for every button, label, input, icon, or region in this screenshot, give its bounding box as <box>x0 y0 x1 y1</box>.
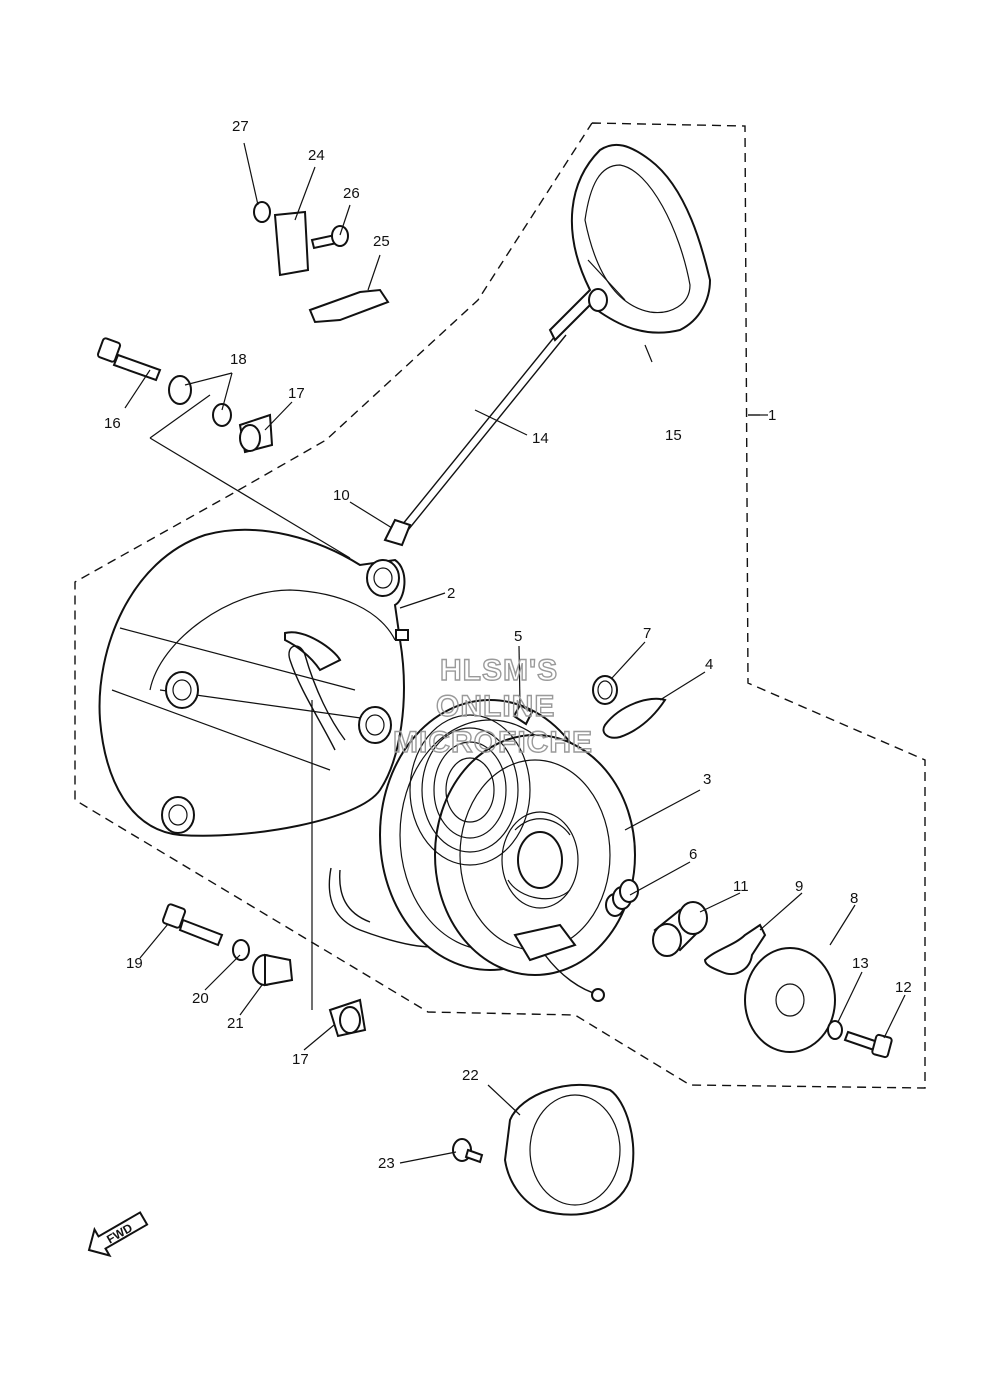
part-label-8: 8 <box>850 890 858 907</box>
part-label-9: 9 <box>795 878 803 895</box>
sheave-pulley <box>379 699 636 1002</box>
part-label-4: 4 <box>705 656 713 673</box>
part-label-18: 18 <box>230 351 247 368</box>
cover-22 <box>503 1083 635 1216</box>
part-label-12: 12 <box>895 979 912 996</box>
part-label-14: 14 <box>532 430 549 447</box>
washer-20 <box>232 939 250 961</box>
washer-13 <box>827 1020 843 1040</box>
part-label-17a: 17 <box>288 385 305 402</box>
watermark-line-2: ONLINE <box>436 690 555 723</box>
spiral-spring <box>409 703 534 866</box>
part-label-15: 15 <box>665 427 682 444</box>
bolt-16 <box>96 337 162 382</box>
part-label-1: 1 <box>768 407 776 424</box>
recoil-case <box>98 528 409 837</box>
watermark-line-3: MICROFICHE <box>393 726 593 759</box>
collar-21 <box>252 953 294 987</box>
ratchet-pawl <box>602 697 667 739</box>
part-label-13: 13 <box>852 955 869 972</box>
part-label-22: 22 <box>462 1067 479 1084</box>
part-label-19: 19 <box>126 955 143 972</box>
collar-17b <box>328 998 367 1038</box>
part-label-20: 20 <box>192 990 209 1007</box>
part-label-5: 5 <box>514 628 522 645</box>
part-label-10: 10 <box>333 487 350 504</box>
bolt-26 <box>310 225 349 250</box>
part-label-24: 24 <box>308 147 325 164</box>
part-label-11: 11 <box>733 878 749 895</box>
washer-18b <box>212 403 232 427</box>
collar-17a <box>238 413 274 454</box>
part-label-17b: 17 <box>292 1051 309 1068</box>
part-label-6: 6 <box>689 846 697 863</box>
nut-27 <box>253 201 271 223</box>
friction-plate <box>703 923 767 975</box>
washer-18a <box>168 375 192 405</box>
part-label-3: 3 <box>703 771 711 788</box>
part-labels: 27 24 26 25 18 17 16 15 14 1 10 2 5 7 4 … <box>104 118 912 1172</box>
rope-guide <box>383 518 412 547</box>
part-label-27: 27 <box>232 118 249 135</box>
screw-23 <box>452 1138 484 1164</box>
part-label-25: 25 <box>373 233 390 250</box>
return-spring <box>605 879 639 917</box>
guide-plate <box>273 210 310 277</box>
starter-rope <box>397 329 561 531</box>
drive-plate <box>744 947 836 1053</box>
part-label-26: 26 <box>343 185 360 202</box>
fwd-arrow: FWD <box>87 1211 149 1258</box>
watermark: HLSM'S ONLINE MICROFICHE <box>392 653 593 759</box>
ratchet-spring <box>592 675 618 705</box>
part-label-23: 23 <box>378 1155 395 1172</box>
assembly-boundary <box>74 122 926 1089</box>
part-label-7: 7 <box>643 625 651 642</box>
bolt-19 <box>161 903 224 947</box>
part-label-2: 2 <box>447 585 455 602</box>
starter-handle <box>548 143 712 342</box>
leader-lines <box>124 142 906 1164</box>
clip-25 <box>308 288 390 324</box>
collar-bushing <box>652 901 708 957</box>
watermark-line-1: HLSM'S <box>440 654 558 687</box>
part-label-16: 16 <box>104 415 121 432</box>
part-label-21: 21 <box>227 1015 244 1032</box>
rope-loop <box>288 645 346 751</box>
